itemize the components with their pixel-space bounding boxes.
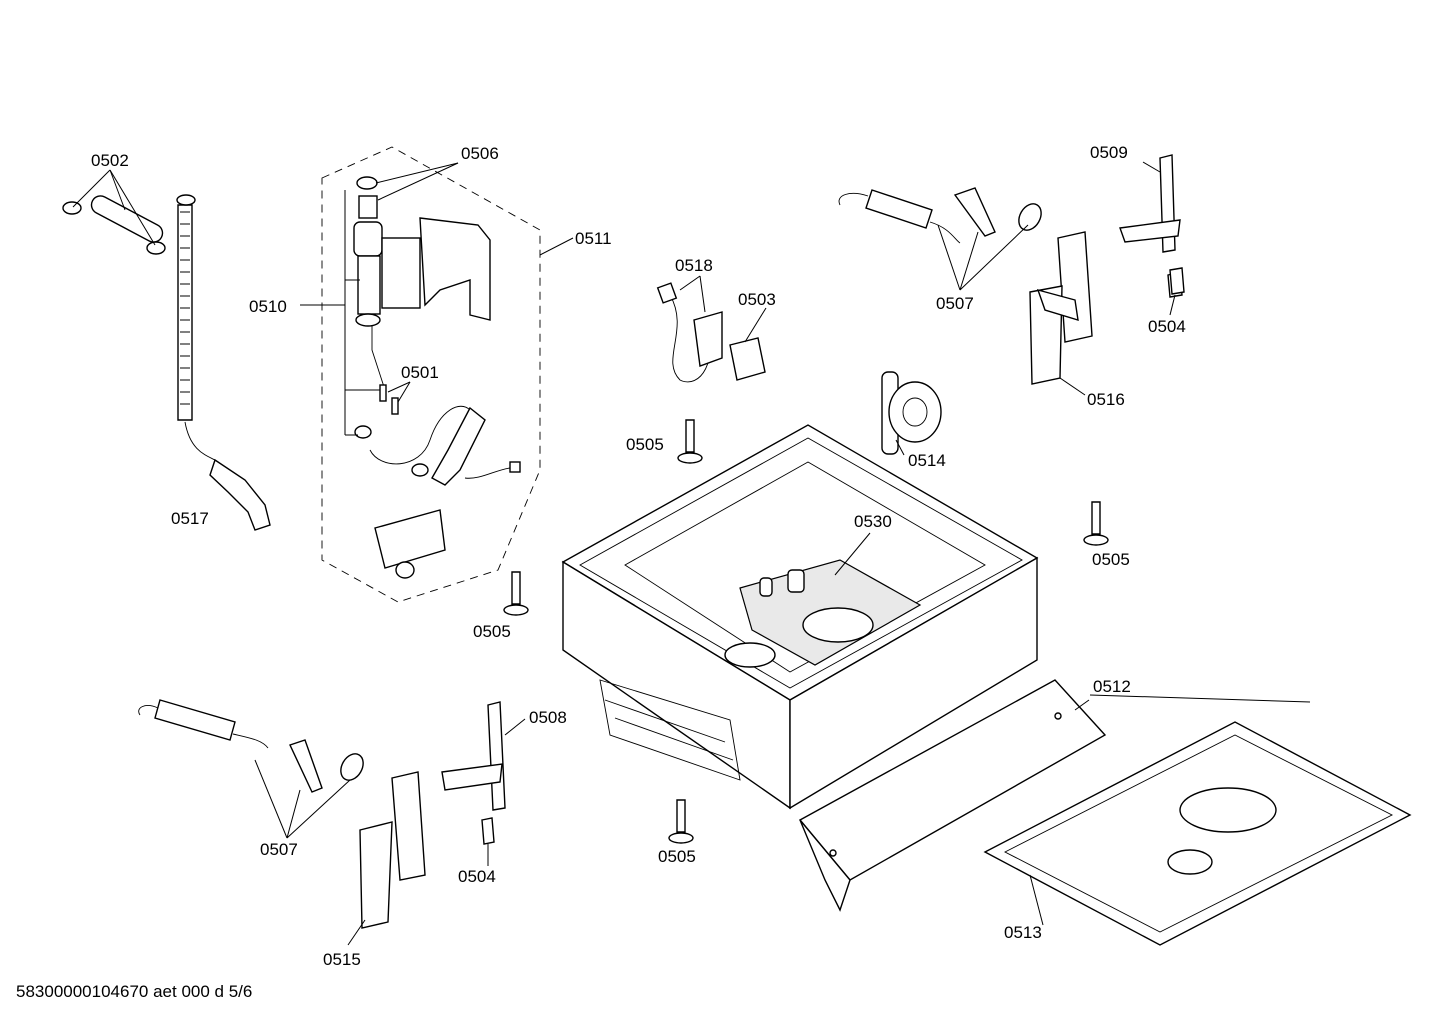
callout-0505-c: 0505: [473, 622, 511, 641]
callout-0503: 0503: [738, 290, 776, 309]
part-0513: [983, 721, 1412, 946]
callout-0518: 0518: [675, 256, 713, 275]
callout-0515: 0515: [323, 950, 361, 969]
part-0508: [441, 701, 506, 811]
callout-0506: 0506: [461, 144, 499, 163]
part-0510: [353, 176, 491, 391]
part-0515: [359, 771, 426, 929]
callout-0530: 0530: [854, 512, 892, 531]
part-0507-bottom: [138, 699, 364, 793]
callout-0501: 0501: [401, 363, 439, 382]
part-0518: [656, 282, 723, 383]
screw-0505-d: [668, 799, 694, 844]
callout-0507-top: 0507: [936, 294, 974, 313]
callout-0510: 0510: [249, 297, 287, 316]
callout-0505-d: 0505: [658, 847, 696, 866]
leader-lines: [72, 161, 1311, 946]
callout-0513: 0513: [1004, 923, 1042, 942]
part-0503: [729, 337, 766, 381]
part-0502: [62, 195, 166, 255]
part-0501: [354, 384, 521, 486]
part-0509: [1119, 154, 1183, 298]
drawing-reference: 58300000104670 aet 000 d 5/6: [16, 982, 252, 1001]
callout-0504-top: 0504: [1148, 317, 1186, 336]
callout-0507-bottom: 0507: [260, 840, 298, 859]
callout-labels: 0502 0506 0511 0510 0501 0517 0518 0503 …: [91, 143, 1186, 969]
part-0507-top: [838, 187, 1042, 244]
assembly-group-outline: [321, 146, 541, 603]
part-0504-top: [1169, 267, 1185, 295]
callout-0505-a: 0505: [626, 435, 664, 454]
callout-0504-bottom: 0504: [458, 867, 496, 886]
callout-0502: 0502: [91, 151, 129, 170]
part-0512: [798, 679, 1107, 912]
callout-0505-b: 0505: [1092, 550, 1130, 569]
callout-0516: 0516: [1087, 390, 1125, 409]
part-0517: [176, 194, 271, 531]
callout-0508: 0508: [529, 708, 567, 727]
part-0511-bracket: [374, 509, 446, 579]
callout-0509: 0509: [1090, 143, 1128, 162]
callout-0514: 0514: [908, 451, 946, 470]
callout-0517: 0517: [171, 509, 209, 528]
part-base-tub: [561, 424, 1039, 810]
callout-0512: 0512: [1093, 677, 1131, 696]
screw-0505-a: [677, 419, 703, 464]
part-0516: [1029, 231, 1093, 385]
callout-0511: 0511: [575, 229, 612, 248]
part-0504-bottom: [481, 817, 495, 845]
screw-0505-c: [503, 571, 529, 616]
part-0514: [881, 371, 942, 455]
screw-0505-b: [1083, 501, 1109, 546]
